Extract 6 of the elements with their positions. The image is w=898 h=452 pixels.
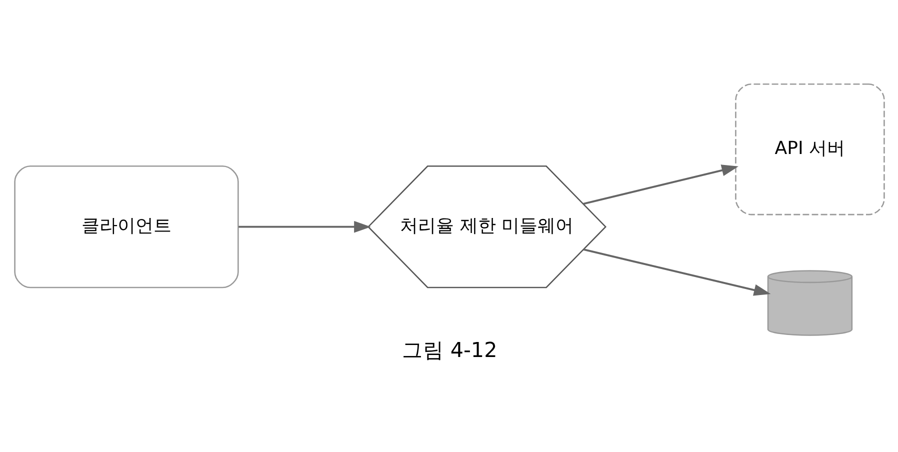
- arrow: [238, 220, 370, 232]
- arrow: [582, 164, 738, 204]
- arrow: [582, 248, 770, 296]
- node-box: 클라이언트: [14, 165, 238, 288]
- node-box: API 서버: [734, 83, 884, 215]
- caption: 그림 4-12: [401, 337, 497, 362]
